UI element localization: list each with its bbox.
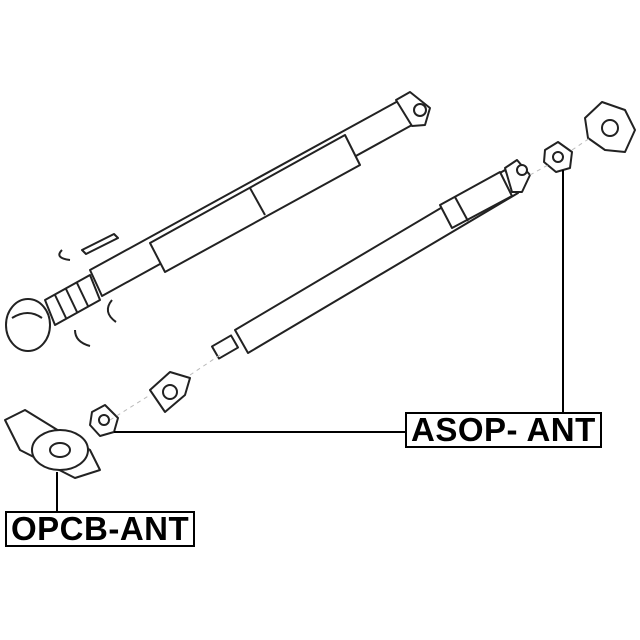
universal-joint-front	[89, 404, 119, 437]
part-label-opcb-ant: OPCB-ANT	[5, 511, 196, 547]
universal-joint-rear	[543, 141, 573, 173]
slip-yoke	[149, 371, 191, 413]
rear-flange	[584, 101, 636, 153]
center-support-bearing	[4, 409, 101, 479]
front-drive-shaft	[5, 91, 431, 352]
part-label-asop-ant: ASOP- ANT	[405, 412, 602, 448]
rear-drive-shaft	[210, 159, 531, 360]
